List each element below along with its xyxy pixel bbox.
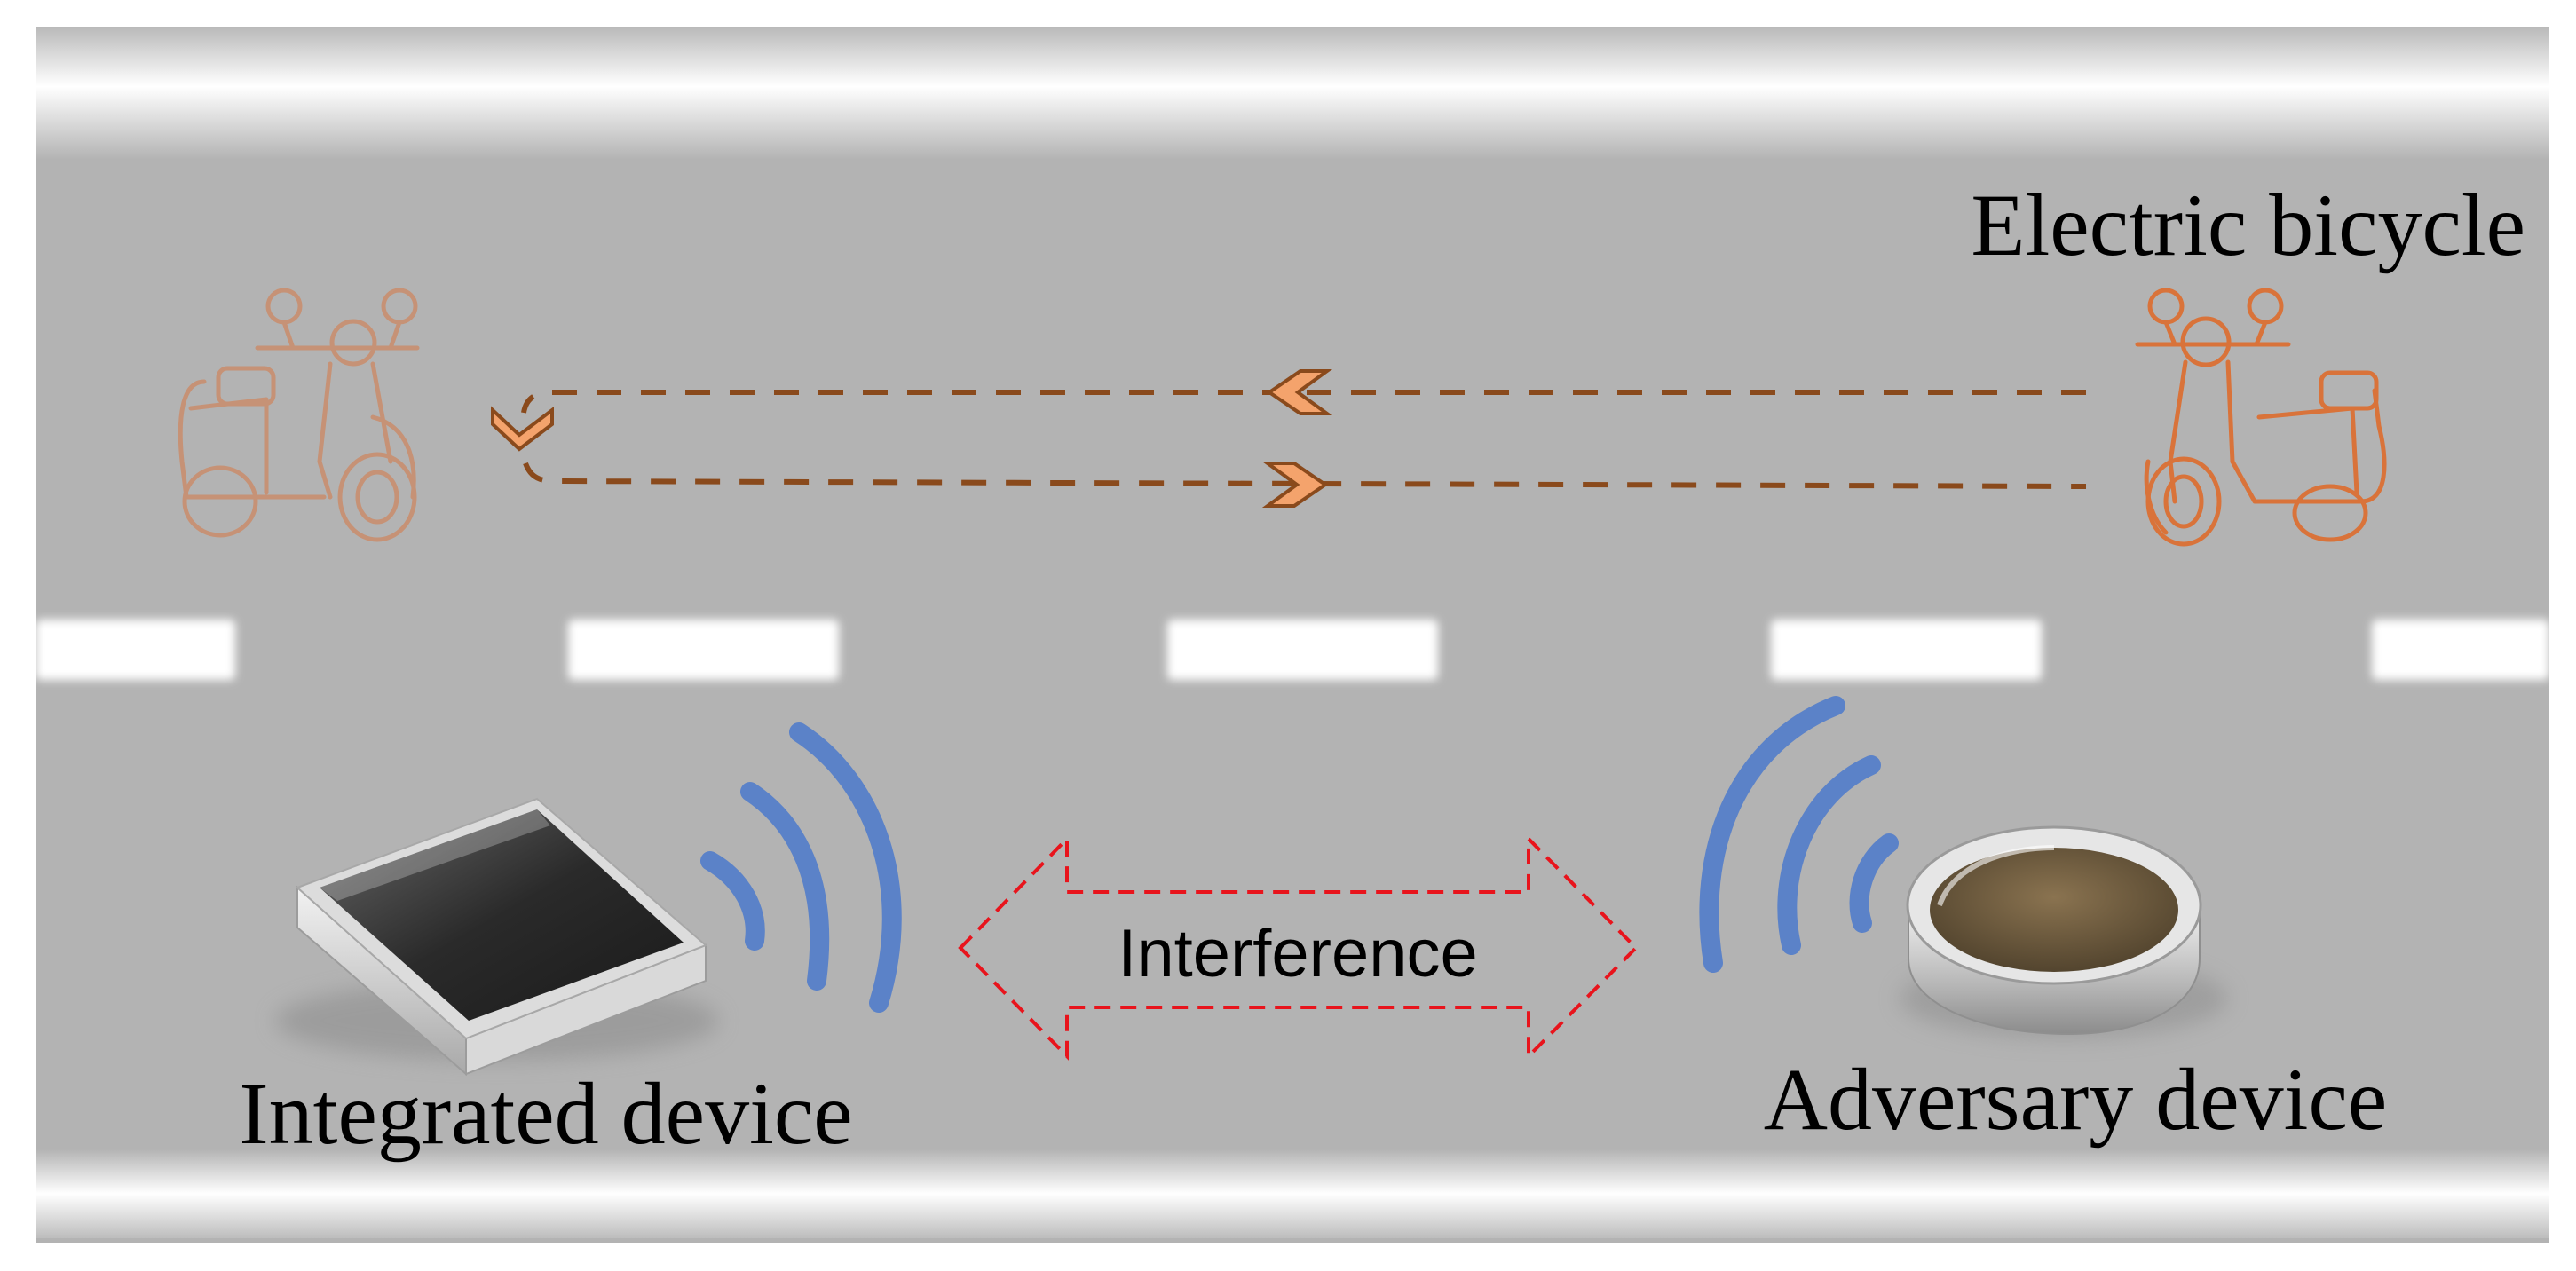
road-edge-bottom [36, 1149, 2549, 1238]
round-device-icon [1900, 825, 2228, 1038]
lane-dash [1167, 620, 1438, 680]
electric-bicycle-label: Electric bicycle [1971, 176, 2525, 274]
trajectory-line-top [521, 390, 2086, 414]
chevron-down-icon [491, 406, 554, 452]
chevron-right-icon [1261, 462, 1329, 508]
lane-dash [2372, 620, 2549, 680]
chevron-left-icon [1266, 369, 1333, 415]
interference-arrow-icon [958, 834, 1639, 1061]
lane-markings [36, 620, 2549, 680]
interference-label: Interference [1118, 916, 1478, 991]
electric-scooter-icon [2135, 288, 2387, 547]
adversary-device-label: Adversary device [1764, 1050, 2387, 1149]
trajectory-line-bottom [523, 462, 2087, 489]
electric-scooter-icon [178, 288, 420, 542]
square-device-icon [275, 797, 719, 1077]
lane-dash [1771, 620, 2042, 680]
lane-dash [36, 620, 235, 680]
signal-waves-icon [1699, 696, 1899, 973]
road-edge-top [36, 27, 2549, 160]
signal-waves-icon [700, 722, 902, 1013]
integrated-device-label: Integrated device [239, 1064, 852, 1163]
lane-dash [568, 620, 839, 680]
